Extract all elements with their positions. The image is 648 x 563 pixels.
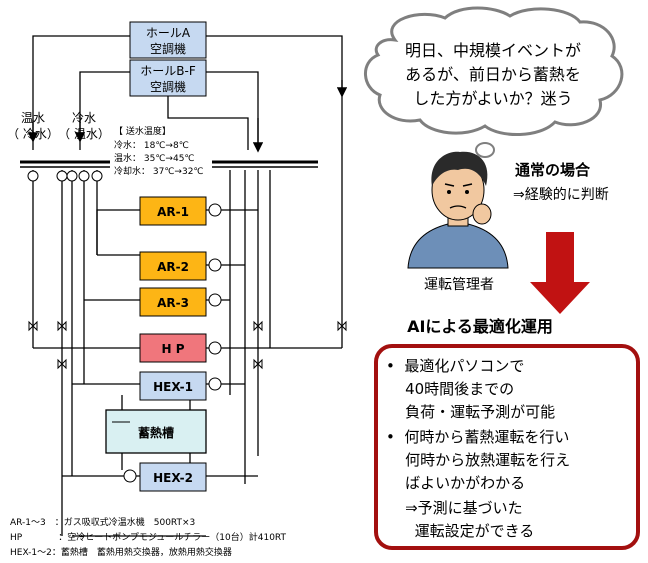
hall-a-ahu: ホールA 空調機 [129, 21, 207, 59]
hall-bf-line1: ホールB-F [140, 64, 196, 78]
ai-box-line: 何時から放熱運転を行え [386, 451, 570, 469]
ar1-label: AR-1 [157, 205, 189, 219]
hall-a-line2: 空調機 [150, 41, 186, 56]
thought-line: した方がよいか？迷う [413, 89, 572, 108]
hot-line1: 温水 [21, 111, 45, 125]
hex2-unit: HEX-2 [123, 462, 207, 492]
hex1-unit: HEX-1 [139, 371, 222, 401]
ai-box-line: • 何時から蓄熱運転を行い [386, 428, 569, 446]
ai-box-line: 負荷・運転予測が可能 [386, 403, 555, 421]
hall-bf-ahu: ホールB-F 空調機 [129, 59, 207, 97]
ai-box: • 最適化パソコンで 40時間後までの 負荷・運転予測が可能 • 何時から蓄熱運… [374, 344, 640, 550]
legend-line: AR-1～3 ：ガス吸収式冷温水機 500RT×3 [10, 516, 195, 528]
thought-bubble: 明日、中規模イベントが あるが、前日から蓄熱を した方がよいか？迷う [364, 6, 624, 172]
cold-line2: （ 温水） [58, 127, 110, 141]
ar1-unit: AR-1 [139, 196, 222, 226]
ar2-unit: AR-2 [139, 251, 222, 281]
legend-line: HP ：空冷ヒートポンプモジュールチラー（10台）計410RT [10, 531, 287, 543]
hall-a-line1: ホールA [146, 26, 191, 40]
ai-box-line: 運転設定ができる [386, 522, 534, 540]
valve-icon [337, 320, 347, 332]
normal-case-title: 通常の場合 [515, 161, 591, 179]
pump-icon [27, 170, 39, 182]
hot-water-label: 温水 （ 冷水） [7, 111, 59, 141]
hall-bf-line2: 空調機 [150, 79, 186, 94]
pump-icon [91, 170, 103, 182]
piping [20, 35, 343, 537]
ar3-label: AR-3 [157, 296, 189, 310]
cold-line1: 冷水 [72, 111, 96, 125]
hot-line2: （ 冷水） [7, 127, 59, 141]
pump-icon [78, 170, 90, 182]
ai-box-line: ⇒予測に基づいた [386, 499, 523, 517]
ai-box-line: • 最適化パソコンで [386, 357, 524, 375]
supply-temp-line: 冷水： 18℃→8℃ [114, 139, 189, 151]
storage-tank: 蓄熱槽 [105, 409, 207, 454]
ar3-unit: AR-3 [139, 287, 222, 317]
operator-label: 運転管理者 [424, 277, 494, 293]
hp-unit: H P [139, 333, 222, 363]
equipment-legend: AR-1～3 ：ガス吸収式冷温水機 500RT×3 HP ：空冷ヒートポンプモジ… [10, 516, 287, 558]
valve-icon [253, 358, 263, 370]
operator-icon [407, 151, 509, 269]
ai-title: AIによる最適化運用 [407, 317, 553, 336]
legend-line: HEX-1～2：蓄熱槽 蓄熱用熱交換器，放熱用熱交換器 [10, 546, 232, 558]
ai-box-line: 40時間後までの [386, 380, 514, 398]
normal-case-text: ⇒経験的に判断 [513, 187, 609, 203]
hex1-label: HEX-1 [153, 380, 193, 394]
thought-line: 明日、中規模イベントが [405, 41, 581, 60]
valve-icon [253, 320, 263, 332]
valves [28, 320, 347, 370]
hp-label: H P [161, 342, 184, 356]
pump-icon [66, 170, 78, 182]
flow-arrows [27, 80, 348, 153]
ar2-label: AR-2 [157, 260, 189, 274]
header-pumps [27, 170, 103, 182]
supply-temp-line: 冷却水： 37℃→32℃ [114, 165, 204, 177]
pump-icon [56, 170, 68, 182]
supply-temp-line: 温水： 35℃→45℃ [114, 152, 195, 164]
valve-icon [57, 320, 67, 332]
hex2-label: HEX-2 [153, 471, 193, 485]
thought-line: あるが、前日から蓄熱を [405, 65, 581, 84]
valve-icon [57, 358, 67, 370]
supply-temp-note: 【 送水温度】 冷水： 18℃→8℃ 温水： 35℃→45℃ 冷却水： 37℃→… [114, 125, 204, 177]
tank-label: 蓄熱槽 [138, 425, 174, 440]
valve-icon [28, 320, 38, 332]
supply-temp-title: 【 送水温度】 [114, 125, 171, 137]
down-arrow-icon [530, 232, 590, 314]
cold-water-label: 冷水 （ 温水） [58, 111, 110, 141]
ai-box-line: ばよいかがわかる [386, 474, 525, 492]
